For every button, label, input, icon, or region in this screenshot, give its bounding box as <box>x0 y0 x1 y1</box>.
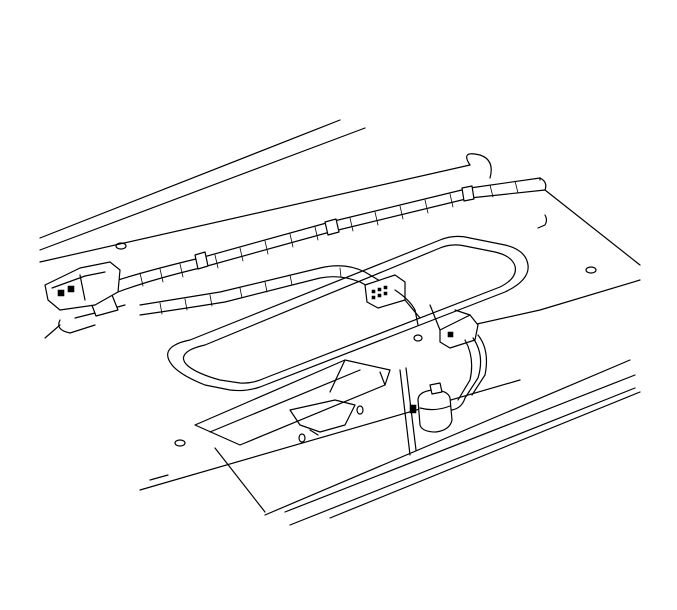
wiring-harness <box>44 153 548 339</box>
harness-connector <box>364 274 421 326</box>
actuator-motor <box>399 367 466 456</box>
bracket <box>44 261 121 311</box>
console-opening <box>167 235 529 446</box>
roof-panel <box>39 119 641 526</box>
bracket <box>429 304 488 401</box>
